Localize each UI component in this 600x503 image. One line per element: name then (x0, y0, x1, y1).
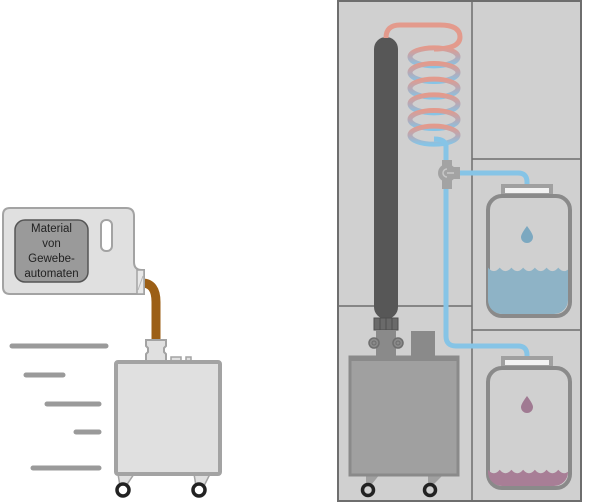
drip-clean (521, 226, 533, 243)
coil-turn (407, 123, 461, 147)
solvent-canister: Material von Gewebe- automaten (2, 207, 161, 344)
drip-waste (521, 396, 533, 413)
canister-handle (100, 219, 113, 252)
pipe-to-waste-container (443, 184, 530, 392)
unit-body (114, 360, 222, 476)
condenser-coil (383, 22, 463, 150)
wheel (360, 482, 376, 498)
recycler-body (348, 355, 460, 477)
clean-solvent-liquid (488, 267, 568, 314)
wheel (422, 482, 438, 498)
label-line: von (42, 238, 61, 250)
wheel (115, 482, 131, 498)
waste-liquid (488, 469, 568, 486)
distillation-column (368, 37, 404, 356)
motion-lines (9, 343, 109, 471)
column-tube (374, 37, 398, 319)
label-line: Material (31, 223, 72, 235)
clean-line (443, 145, 530, 392)
label-line: automaten (24, 268, 78, 280)
clean-solvent-container (486, 184, 572, 318)
wheel (191, 482, 207, 498)
pipe-to-clean-container (456, 170, 530, 222)
mobile-unit (114, 339, 222, 498)
recycler-vent (411, 331, 435, 356)
unit-inlet-neck (145, 339, 167, 363)
three-way-valve (438, 160, 460, 189)
coil-inlet (383, 22, 463, 52)
recycler-unit (348, 331, 460, 498)
label-line: Gewebe- (28, 253, 75, 265)
waste-container (486, 356, 572, 490)
canister-label (14, 219, 89, 283)
